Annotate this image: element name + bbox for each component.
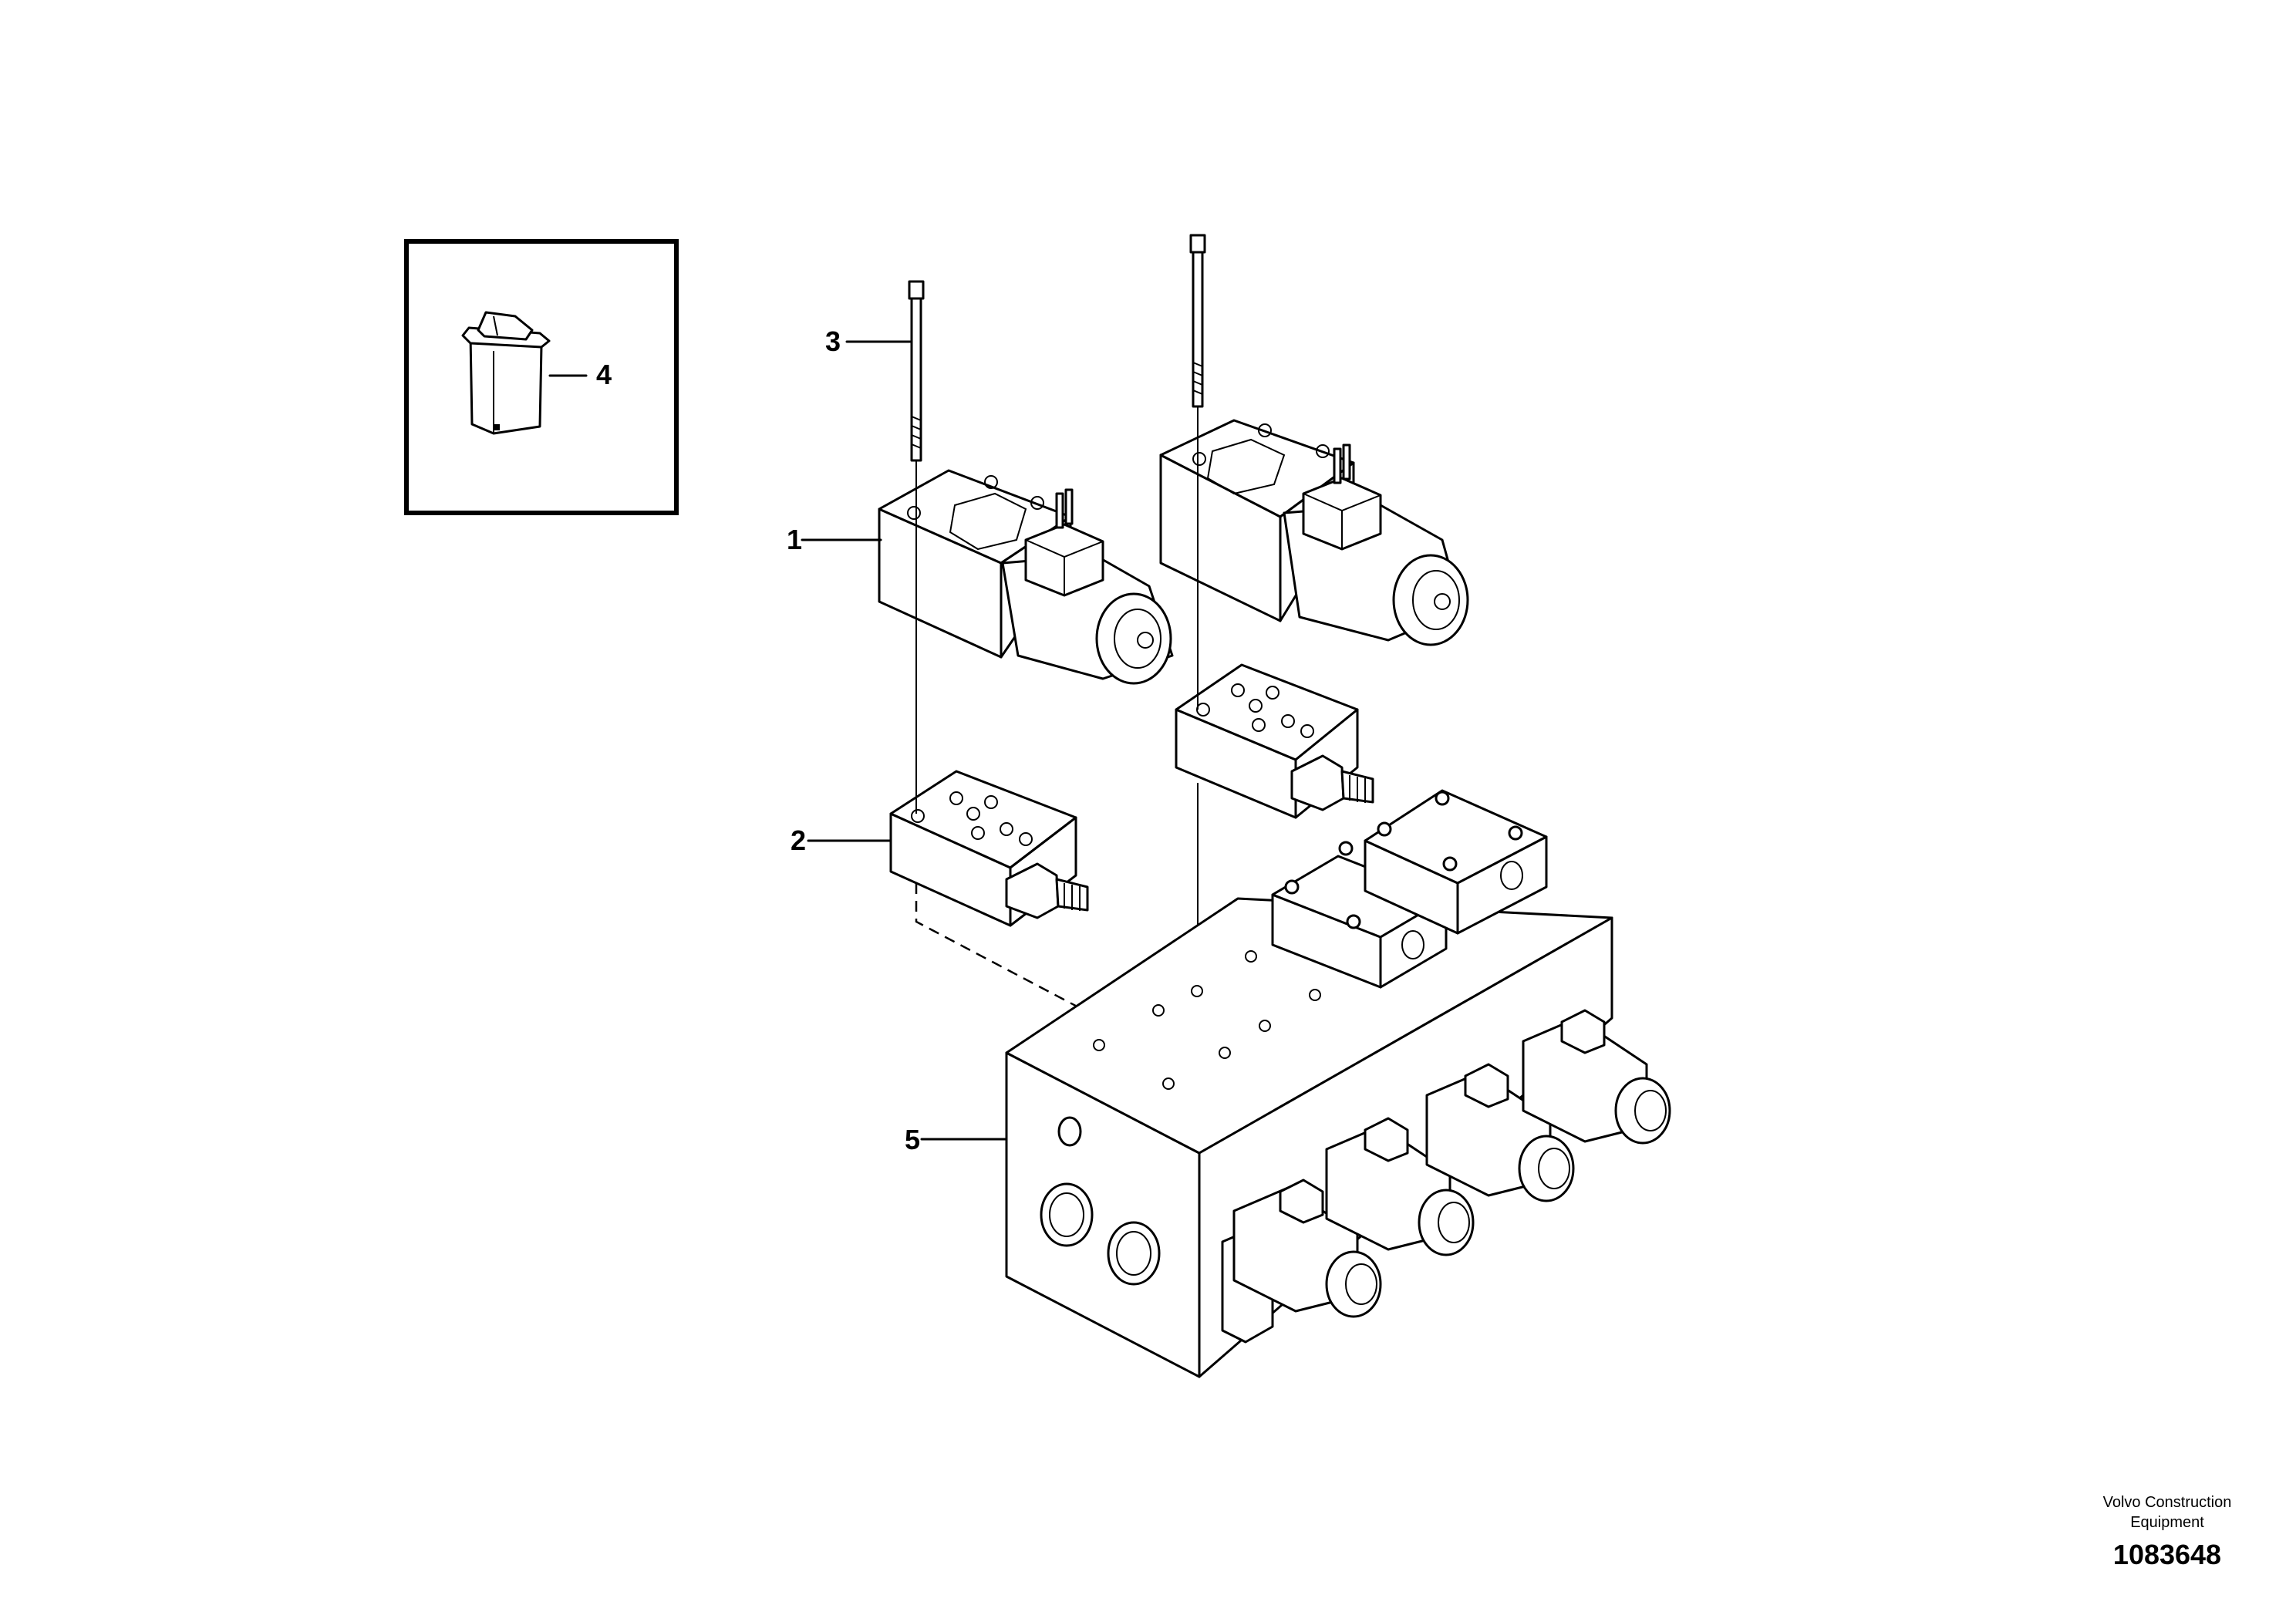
brand-line-2: Equipment [2130, 1514, 2204, 1531]
brand-line-1: Volvo Construction [2102, 1494, 2232, 1511]
brand-label: Volvo Construction Equipment [2044, 1492, 2291, 1533]
cartridge-solenoid-4 [1522, 1009, 1671, 1145]
valve-block-left-part-2 [889, 770, 1089, 927]
rocker-switch-part-4 [461, 311, 551, 435]
bolt-right-part-3 [1189, 234, 1206, 408]
document-number: 1083648 [2112, 1539, 2222, 1570]
cartridge-solenoid-2 [1325, 1117, 1475, 1256]
valve-block-right [1175, 663, 1374, 819]
callout-2: 2 [791, 824, 807, 856]
cartridge-solenoid-3 [1425, 1063, 1575, 1202]
bolt-left-part-3 [908, 280, 925, 462]
callout-1: 1 [787, 524, 803, 555]
inset-frame [404, 239, 679, 515]
solenoid-valve-left-part-1 [878, 469, 1174, 685]
solenoid-valve-right [1159, 419, 1469, 646]
callout-4: 4 [596, 359, 612, 390]
top-valve-b [1364, 789, 1548, 935]
callout-3: 3 [825, 325, 841, 357]
main-valve-block-part-5 [1005, 789, 1671, 1378]
callout-5: 5 [905, 1124, 921, 1155]
